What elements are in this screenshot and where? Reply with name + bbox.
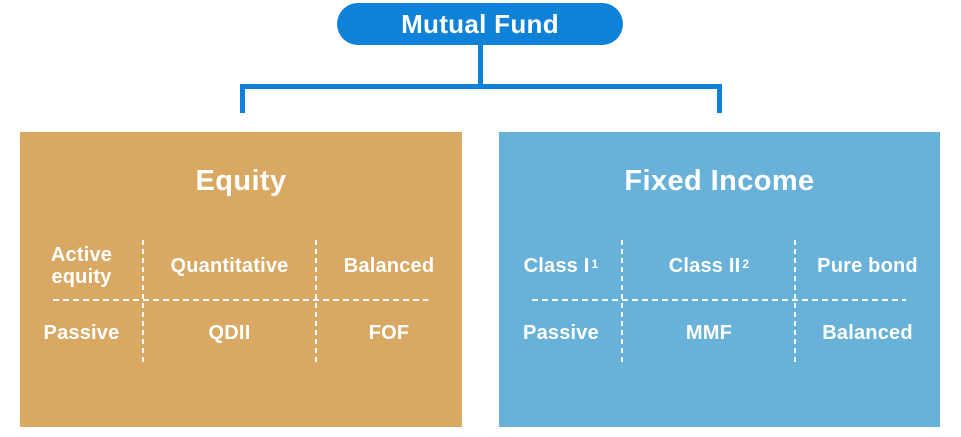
fixed-income-cell-pure-bond-label: Pure bond xyxy=(817,254,918,277)
connector-horizontal xyxy=(240,84,722,89)
connector-stem xyxy=(478,45,483,85)
equity-vertical-divider-2 xyxy=(315,240,317,366)
equity-cell-quantitative: Quantitative xyxy=(170,254,289,277)
fixed-income-cell-mmf: MMF xyxy=(685,321,733,344)
fixed-income-vertical-divider-1 xyxy=(621,240,623,366)
fixed-income-cell-balanced: Balanced xyxy=(822,321,913,344)
fixed-income-horizontal-divider xyxy=(532,299,906,301)
equity-box: Equity Active equity Quantitative Balanc… xyxy=(20,132,462,427)
connector-drop-left xyxy=(240,84,245,113)
equity-horizontal-divider xyxy=(53,299,428,301)
root-node-mutual-fund: Mutual Fund xyxy=(337,3,623,45)
fixed-income-title: Fixed Income xyxy=(624,165,815,197)
equity-vertical-divider-1 xyxy=(142,240,144,366)
connector-drop-right xyxy=(717,84,722,113)
equity-cell-balanced: Balanced xyxy=(343,254,435,277)
fixed-income-cell-class-2-label: Class II xyxy=(668,254,741,277)
fixed-income-cell-passive: Passive xyxy=(523,321,599,344)
equity-cell-fof: FOF xyxy=(368,321,410,344)
equity-cell-qdii: QDII xyxy=(208,321,251,344)
equity-cell-passive: Passive xyxy=(43,321,120,344)
equity-title: Equity xyxy=(195,165,287,197)
fixed-income-cell-class-1-label: Class I xyxy=(523,254,590,277)
fixed-income-vertical-divider-2 xyxy=(794,240,796,366)
equity-cell-active-equity: Active equity xyxy=(50,243,113,288)
root-node-label: Mutual Fund xyxy=(401,8,559,39)
fixed-income-cell-pure-bond: Pure bond xyxy=(795,232,940,300)
